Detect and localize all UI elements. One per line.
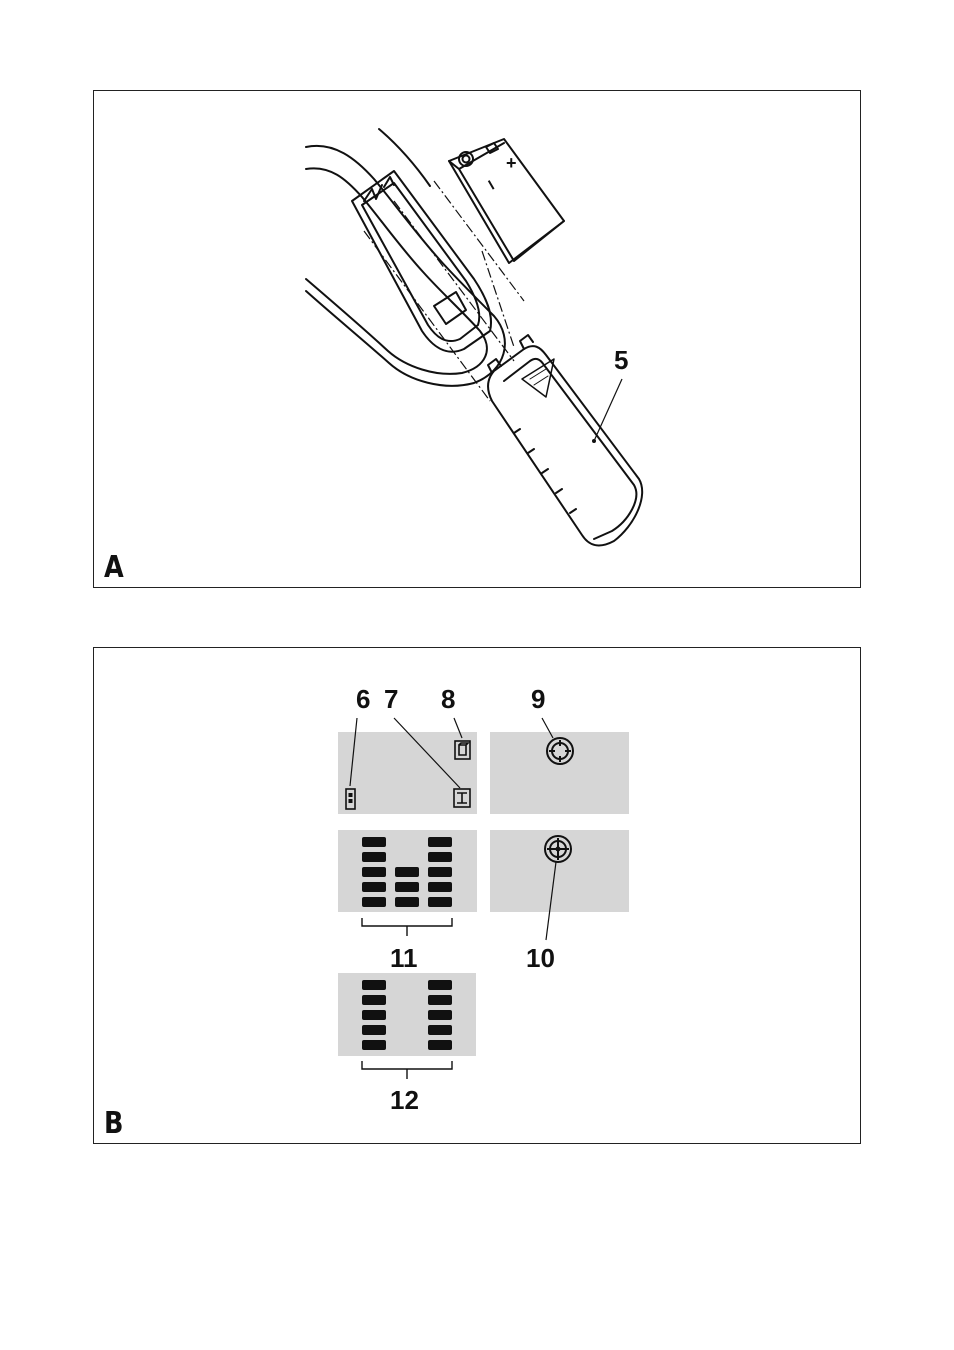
device-housing-outline (306, 146, 505, 386)
callout-10: 10 (526, 945, 555, 971)
panel-letter-a: A (104, 550, 124, 585)
callout-5: 5 (614, 347, 628, 373)
callout-9: 9 (531, 686, 545, 712)
callout-11: 11 (390, 945, 418, 971)
callout-12: 12 (390, 1087, 419, 1113)
figure-panel-b: 6 7 8 9 10 11 12 B (93, 647, 861, 1144)
battery-plus-mark: + (506, 153, 517, 173)
bracket-lines (94, 648, 862, 1145)
callout-6: 6 (356, 686, 370, 712)
bracket-11 (362, 918, 452, 936)
callout-8: 8 (441, 686, 455, 712)
figure-panel-a: + – 5 A (93, 90, 861, 588)
bracket-12 (362, 1061, 452, 1079)
panel-letter-b: B (104, 1106, 123, 1141)
battery-installation-drawing: + – (94, 91, 862, 589)
callout-7: 7 (384, 686, 398, 712)
battery-minus-mark: – (479, 174, 504, 195)
